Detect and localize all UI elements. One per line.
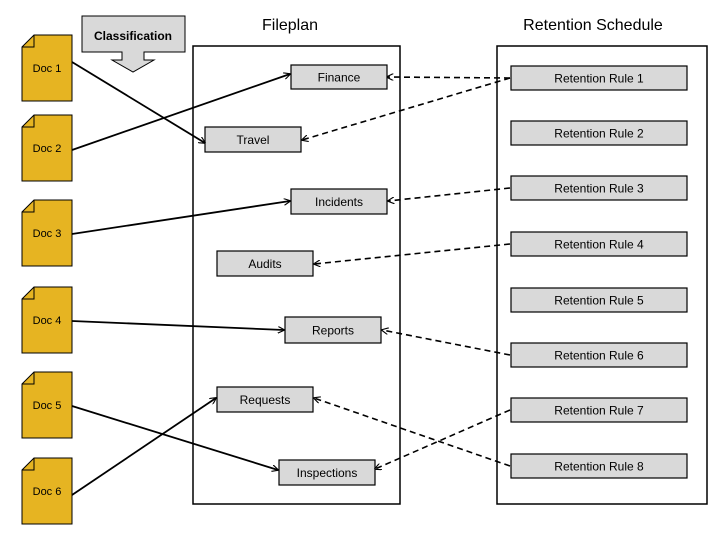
document-label: Doc 5 <box>33 400 62 412</box>
fileplan-item: Reports <box>284 316 382 344</box>
retention-rule: Retention Rule 6 <box>510 342 688 368</box>
retention-rule: Retention Rule 3 <box>510 175 688 201</box>
retention-rule: Retention Rule 1 <box>510 65 688 91</box>
retention-rules: Retention Rule 1 Retention Rule 2 Retentio… <box>510 65 688 479</box>
retention-link-arrow <box>314 243 511 264</box>
fileplan-item-label: Reports <box>312 324 354 338</box>
document-icon: Doc 2 <box>21 114 73 182</box>
retention-rule-label: Retention Rule 2 <box>554 127 644 141</box>
document-label: Doc 3 <box>33 228 62 240</box>
classification-arrow <box>71 398 216 496</box>
retention-schedule-container <box>496 45 708 505</box>
classification-arrow <box>71 320 284 330</box>
documents: Doc 1 Doc 2 Doc 3 Doc 4 Doc 5 Doc 6 <box>21 34 73 525</box>
classification-arrow <box>71 74 290 151</box>
retention-rule-label: Retention Rule 4 <box>554 238 644 252</box>
retention-rule-label: Retention Rule 5 <box>554 294 644 308</box>
fileplan-item: Travel <box>204 126 302 153</box>
retention-link-arrow <box>314 398 511 467</box>
retention-link-arrow <box>302 77 511 140</box>
document-label: Doc 2 <box>33 143 62 155</box>
retention-rule-label: Retention Rule 8 <box>554 460 644 474</box>
classification-arrow <box>71 201 290 235</box>
fileplan-item: Audits <box>216 250 314 277</box>
classification-callout: Classification <box>81 15 186 73</box>
fileplan-item: Finance <box>290 64 388 90</box>
classification-arrow <box>71 405 278 470</box>
document-icon: Doc 5 <box>21 371 73 439</box>
retention-link-arrow <box>388 187 511 201</box>
document-label: Doc 4 <box>33 315 62 327</box>
fileplan-item-label: Incidents <box>315 195 363 209</box>
retention-rule-label: Retention Rule 6 <box>554 349 644 363</box>
classification-label: Classification <box>94 29 172 43</box>
fileplan-item: Requests <box>216 386 314 413</box>
retention-rule-label: Retention Rule 7 <box>554 404 644 418</box>
document-icon: Doc 6 <box>21 457 73 525</box>
fileplan-item-label: Finance <box>318 71 361 85</box>
fileplan-header: Fileplan <box>262 17 318 34</box>
retention-rule: Retention Rule 5 <box>510 287 688 313</box>
document-icon: Doc 1 <box>21 34 73 102</box>
fileplan-item-label: Audits <box>248 257 281 271</box>
retention-rule: Retention Rule 8 <box>510 453 688 479</box>
connectors <box>71 61 511 496</box>
retention-rule-label: Retention Rule 1 <box>554 72 644 86</box>
retention-link-arrow <box>382 330 511 356</box>
fileplan-item: Inspections <box>278 459 376 486</box>
fileplan-item-label: Requests <box>240 393 291 407</box>
retention-schedule-header: Retention Schedule <box>523 17 663 34</box>
retention-rule: Retention Rule 7 <box>510 397 688 423</box>
fileplan-item: Incidents <box>290 188 388 215</box>
retention-link-arrow <box>387 77 511 78</box>
fileplan-item-label: Travel <box>237 133 270 147</box>
document-label: Doc 1 <box>33 63 62 75</box>
fileplan-items: FinanceTravelIncidentsAuditsReportsReque… <box>204 64 388 486</box>
document-label: Doc 6 <box>33 486 62 498</box>
retention-rule-label: Retention Rule 3 <box>554 182 644 196</box>
document-icon: Doc 4 <box>21 286 73 354</box>
classification-arrow <box>71 61 205 143</box>
document-icon: Doc 3 <box>21 199 73 267</box>
retention-rule: Retention Rule 2 <box>510 120 688 146</box>
fileplan-container <box>192 45 401 505</box>
retention-rule: Retention Rule 4 <box>510 231 688 257</box>
fileplan-item-label: Inspections <box>297 466 358 480</box>
retention-link-arrow <box>375 409 511 469</box>
